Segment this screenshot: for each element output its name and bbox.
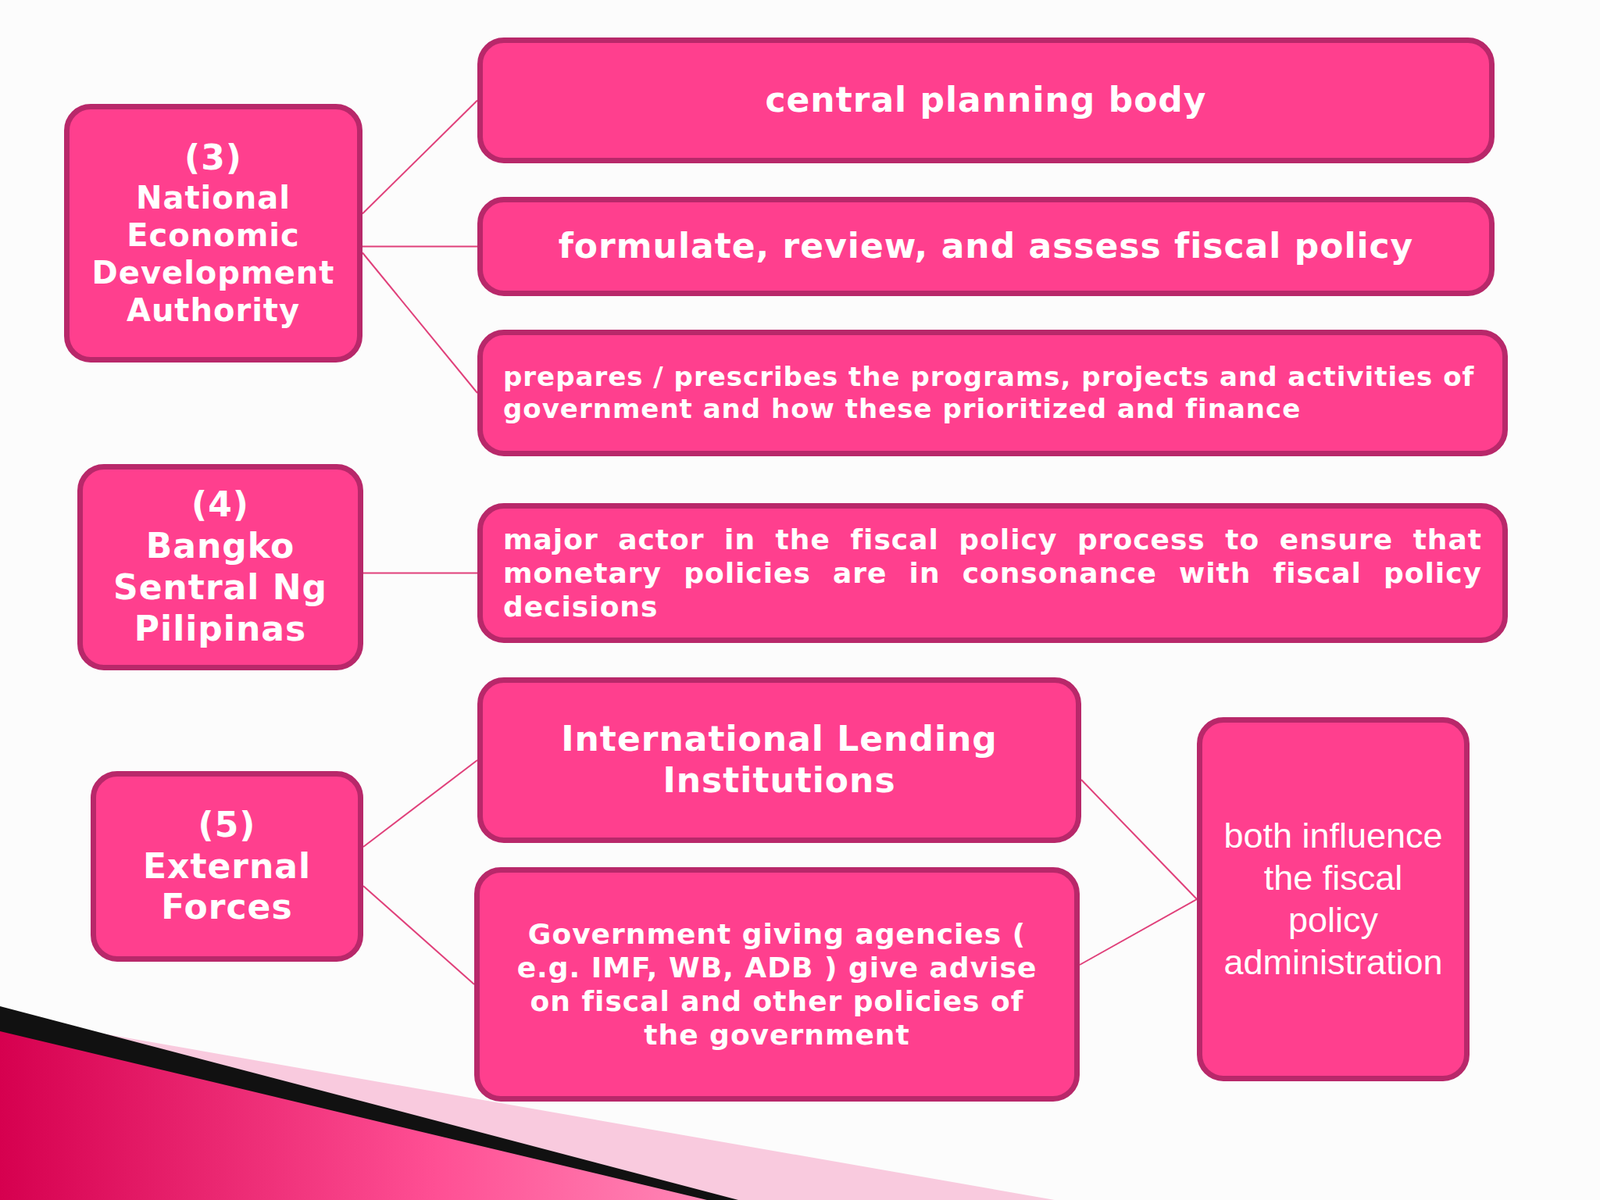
callout-number: (3) <box>83 137 343 179</box>
box-text: prepares / prescribes the programs, proj… <box>503 360 1483 425</box>
influence-box: both influence the fiscal policy adminis… <box>1196 717 1470 1082</box>
connector-line <box>363 885 475 985</box>
lender-box: Government giving agencies ( e.g. IMF, W… <box>474 867 1080 1102</box>
role-box: formulate, review, and assess fiscal pol… <box>477 196 1495 297</box>
agency-box: (5)External Forces <box>90 771 364 962</box>
role-box: major actor in the fiscal policy process… <box>477 503 1508 643</box>
connector-line <box>362 246 478 248</box>
box-text: Bangko Sentral Ng Pilipinas <box>96 525 344 650</box>
box-text: both influence the fiscal policy adminis… <box>1217 814 1449 984</box>
connector-line <box>363 572 478 575</box>
role-box: central planning body <box>477 37 1495 164</box>
box-text: formulate, review, and assess fiscal pol… <box>501 225 1471 268</box>
callout-number: (5) <box>110 804 344 847</box>
box-text: International Lending Institutions <box>503 718 1056 802</box>
connector-line <box>1081 779 1197 900</box>
box-text: National Economic Development Authority <box>83 178 343 329</box>
agency-box: (4)Bangko Sentral Ng Pilipinas <box>77 464 364 671</box>
box-text: major actor in the fiscal policy process… <box>503 522 1483 625</box>
box-text: central planning body <box>501 79 1471 122</box>
callout-number: (4) <box>96 484 344 526</box>
box-text: Government giving agencies ( e.g. IMF, W… <box>500 917 1054 1053</box>
role-box: prepares / prescribes the programs, proj… <box>477 329 1508 457</box>
connector-line <box>362 100 478 215</box>
connector-line <box>363 760 478 847</box>
connector-line <box>362 253 478 394</box>
agency-box: (3)National Economic Development Authori… <box>64 103 363 363</box>
lender-box: International Lending Institutions <box>477 677 1082 843</box>
connector-line <box>1079 899 1197 965</box>
box-text: External Forces <box>110 846 344 929</box>
